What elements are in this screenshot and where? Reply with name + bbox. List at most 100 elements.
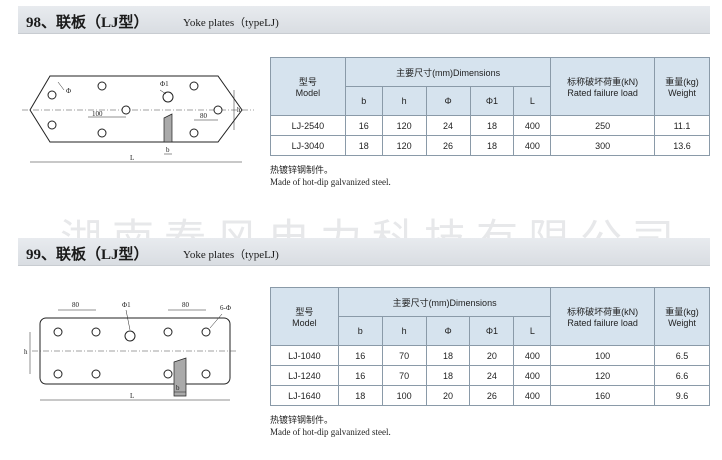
cell: 400 (513, 135, 552, 156)
note-98: 热镀锌钢制件。 Made of hot-dip galvanized steel… (270, 164, 391, 188)
cell: 250 (550, 115, 656, 136)
header-load-cn: 标称破坏荷重(kN) (567, 307, 639, 317)
header-model-cn: 型号 (295, 307, 314, 317)
col-L: L (513, 316, 552, 346)
cell: 24 (469, 365, 515, 386)
cell: 400 (513, 365, 552, 386)
cell: 160 (550, 385, 656, 406)
cell: 70 (381, 365, 427, 386)
col-phi: Φ (425, 316, 471, 346)
cell: 9.6 (654, 385, 710, 406)
dim-80-left: 80 (72, 301, 80, 309)
dim-h: h (24, 348, 28, 356)
header-load: 标称破坏荷重(kN) Rated failure load (550, 57, 656, 116)
cell: 18 (425, 345, 471, 366)
col-b: b (337, 316, 383, 346)
cell: 18 (344, 135, 383, 156)
header-weight-en: Weight (668, 318, 696, 328)
cell: LJ-1640 (270, 385, 339, 406)
cell: 18 (469, 115, 515, 136)
section-98-title: 98、联板（LJ型） (26, 15, 149, 31)
header-load-en: Rated failure load (567, 88, 638, 98)
spec-table-98: 型号 Model 主要尺寸(mm)Dimensions 标称破坏荷重(kN) R… (270, 57, 710, 156)
dim-L: L (130, 392, 134, 400)
dim-L: L (130, 154, 134, 162)
cell: 11.1 (654, 115, 710, 136)
header-weight-cn: 重量(kg) (665, 77, 699, 87)
cell: 16 (344, 115, 383, 136)
table-row: LJ-3040 18 120 26 18 400 300 13.6 (270, 135, 710, 156)
header-model: 型号 Model (270, 57, 346, 116)
table-row: LJ-2540 16 120 24 18 400 250 11.1 (270, 115, 710, 136)
cell: 16 (337, 365, 383, 386)
cell: 120 (550, 365, 656, 386)
cell: 120 (381, 115, 427, 136)
header-weight-cn: 重量(kg) (665, 307, 699, 317)
spec-table-99: 型号 Model 主要尺寸(mm)Dimensions 标称破坏荷重(kN) R… (270, 287, 710, 406)
cell: LJ-1040 (270, 345, 339, 366)
note-98-en: Made of hot-dip galvanized steel. (270, 177, 391, 187)
header-weight-en: Weight (668, 88, 696, 98)
dim-6-phi: 6-Φ (220, 304, 231, 312)
header-model-en: Model (292, 318, 317, 328)
header-dimensions: 主要尺寸(mm)Dimensions (337, 287, 552, 317)
section-99-title: 99、联板（LJ型） (26, 247, 149, 263)
note-98-cn: 热镀锌钢制件。 (270, 165, 334, 175)
col-L: L (513, 86, 552, 116)
table-row: LJ-1640 18 100 20 26 400 160 9.6 (270, 385, 710, 406)
cell: LJ-1240 (270, 365, 339, 386)
cell: 120 (381, 135, 427, 156)
dim-b: b (166, 146, 170, 154)
yoke-plate-98-drawing: Φ Φ1 100 80 h b L (22, 62, 262, 172)
cell: 20 (469, 345, 515, 366)
header-model-en: Model (295, 88, 321, 98)
col-phi1: Φ1 (469, 86, 515, 116)
header-weight: 重量(kg) Weight (654, 57, 710, 116)
header-load-en: Rated failure load (567, 318, 638, 328)
cell: LJ-2540 (270, 115, 346, 136)
col-b: b (344, 86, 383, 116)
dim-100: 100 (92, 110, 103, 118)
section-98-english-title: Yoke plates（typeLJ) (183, 17, 279, 29)
dim-phi: Φ (66, 87, 71, 95)
cell: 100 (381, 385, 427, 406)
cell: 400 (513, 345, 552, 366)
section-98-banner: 98、联板（LJ型） Yoke plates（typeLJ) (18, 6, 710, 34)
cell: 70 (381, 345, 427, 366)
cell: 20 (425, 385, 471, 406)
col-phi: Φ (425, 86, 471, 116)
note-99: 热镀锌钢制件。 Made of hot-dip galvanized steel… (270, 414, 391, 438)
cell: 400 (513, 115, 552, 136)
dim-80-right: 80 (182, 301, 190, 309)
note-99-en: Made of hot-dip galvanized steel. (270, 427, 391, 437)
table-row: LJ-1240 16 70 18 24 400 120 6.6 (270, 365, 710, 386)
col-phi1: Φ1 (469, 316, 515, 346)
dim-80: 80 (200, 112, 208, 120)
cell: 400 (513, 385, 552, 406)
cell: 18 (469, 135, 515, 156)
col-h: h (381, 316, 427, 346)
section-99-english-title: Yoke plates（typeLJ) (183, 249, 279, 261)
header-model-cn: 型号 (298, 77, 317, 87)
cell: 100 (550, 345, 656, 366)
section-99-banner: 99、联板（LJ型） Yoke plates（typeLJ) (18, 238, 710, 266)
cell: 16 (337, 345, 383, 366)
cell: 6.6 (654, 365, 710, 386)
dim-phi1: Φ1 (160, 80, 169, 88)
header-model: 型号 Model (270, 287, 339, 346)
note-99-cn: 热镀锌钢制件。 (270, 415, 334, 425)
dim-b: b (176, 384, 180, 392)
col-h: h (381, 86, 427, 116)
cell: 26 (425, 135, 471, 156)
cell: 18 (337, 385, 383, 406)
header-load-cn: 标称破坏荷重(kN) (567, 77, 639, 87)
header-weight: 重量(kg) Weight (654, 287, 710, 346)
cell: 6.5 (654, 345, 710, 366)
header-load: 标称破坏荷重(kN) Rated failure load (550, 287, 656, 346)
cell: 300 (550, 135, 656, 156)
table-row: LJ-1040 16 70 18 20 400 100 6.5 (270, 345, 710, 366)
dim-phi1: Φ1 (122, 301, 131, 309)
dim-h: h (237, 106, 241, 114)
cell: 18 (425, 365, 471, 386)
cell: 13.6 (654, 135, 710, 156)
